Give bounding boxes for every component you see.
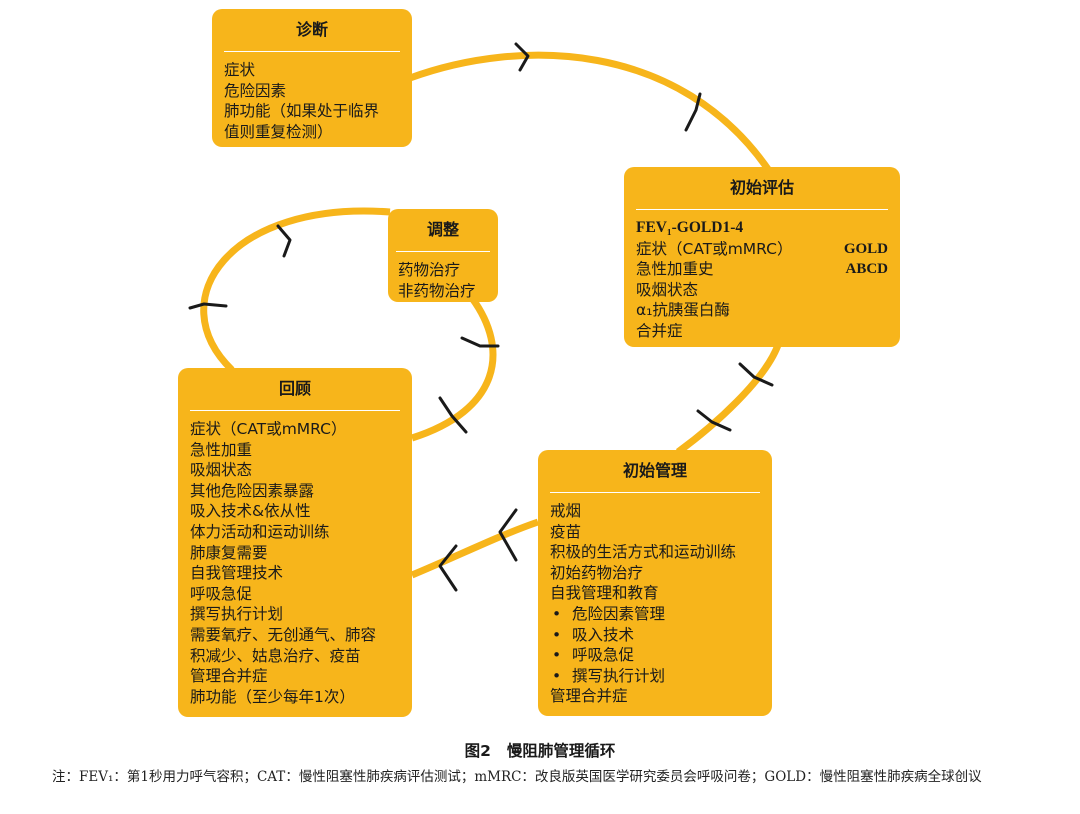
title-divider [396,251,490,252]
management-bullet: 危险因素管理 [550,604,760,625]
comorbidities-line: 合并症 [636,321,683,340]
review-line: 需要氧疗、无创通气、肺容 [190,625,377,644]
initial-management-box: 初始管理 戒烟 疫苗 积极的生活方式和运动训练 初始药物治疗 自我管理和教育 危… [538,450,772,716]
chevron-left-icon [498,508,518,562]
initial-assessment-title: 初始评估 [729,178,794,197]
smoking-status-line: 吸烟状态 [636,280,699,299]
adjust-box: 调整 药物治疗 非药物治疗 [388,209,498,302]
review-line: 吸入技术&依从性 [190,502,311,521]
title-divider [190,410,400,411]
initial-assessment-box: 初始评估 FEV₁-GOLD1-4 症状（CAT或mMRC） GOLD 急性加重… [624,167,900,347]
management-line: 初始药物治疗 [550,563,644,582]
review-title: 回顾 [278,379,311,398]
initial-management-title: 初始管理 [622,461,687,480]
inner-cycle-arc-review-to-adjust [200,207,391,373]
review-line: 症状（CAT或mMRC） [190,420,347,438]
review-line: 撰写执行计划 [190,605,284,624]
outer-cycle-arc-assessment-to-management [675,343,782,455]
inner-cycle-arc-adjust-to-review [410,295,497,442]
figure-title: 慢阻肺管理循环 [506,742,616,760]
management-bullet: 呼吸急促 [550,645,760,666]
management-line: 戒烟 [550,502,582,520]
review-box: 回顾 症状（CAT或mMRC） 急性加重 吸烟状态 其他危险因素暴露 吸入技术&… [178,368,412,717]
review-line: 肺康复需要 [190,543,268,562]
title-divider [550,492,760,493]
outer-cycle-arc-diagnosis-to-assessment [408,51,773,174]
chevron-down-icon [460,336,500,348]
chevron-up-icon [276,224,292,258]
title-divider [636,209,888,210]
chevron-down-icon [696,409,732,432]
chevron-down-icon [438,396,468,434]
chevron-up-icon [188,302,228,310]
outer-cycle-arc-management-to-review [410,518,540,579]
review-line: 其他危险因素暴露 [190,481,315,500]
diagnosis-line: 肺功能（如果处于临界 [224,102,380,121]
exacerbation-history-line: 急性加重史 [636,260,714,279]
adjust-title: 调整 [426,220,459,239]
review-line: 呼吸急促 [190,584,253,603]
review-line: 肺功能（至少每年1次） [190,687,355,706]
chevron-down-icon [738,362,774,387]
review-line: 自我管理技术 [190,564,284,583]
management-line: 疫苗 [550,522,582,541]
diagnosis-line: 症状 [224,61,256,79]
management-line: 管理合并症 [550,687,628,706]
symptoms-line: 症状（CAT或mMRC） [636,239,793,258]
review-line: 积减少、姑息治疗、疫苗 [190,646,361,665]
diagnosis-box: 诊断 症状 危险因素 肺功能（如果处于临界 值则重复检测） [212,9,412,147]
chevron-down-icon [684,92,702,132]
management-line: 自我管理和教育 [550,584,659,603]
diagnosis-title: 诊断 [295,20,328,39]
alpha1-antitrypsin-line: α₁抗胰蛋白酶 [636,301,730,320]
title-divider [224,51,400,52]
figure-number: 图2 [464,742,491,760]
review-line: 急性加重 [190,440,253,459]
diagnosis-line: 值则重复检测） [224,122,333,141]
management-bullet: 吸入技术 [550,625,760,646]
figure-caption: 图2 慢阻肺管理循环 [0,739,1080,761]
adjust-line: 非药物治疗 [398,281,476,300]
review-line: 吸烟状态 [190,461,253,480]
gold-label: GOLD [843,240,888,257]
management-line: 积极的生活方式和运动训练 [550,543,737,562]
figure-note: 注：FEV₁：第1秒用力呼气容积；CAT：慢性阻塞性肺疾病评估测试；mMRC：改… [52,769,982,785]
adjust-line: 药物治疗 [398,261,461,279]
chevron-right-icon [514,42,530,72]
diagnosis-line: 危险因素 [224,81,287,100]
management-bullet: 撰写执行计划 [550,666,760,687]
chevron-left-icon [438,544,458,592]
review-line: 管理合并症 [190,667,268,686]
review-line: 体力活动和运动训练 [190,522,330,541]
abcd-label: ABCD [845,261,888,278]
fev1-gold-line: FEV₁-GOLD1-4 [636,219,744,236]
